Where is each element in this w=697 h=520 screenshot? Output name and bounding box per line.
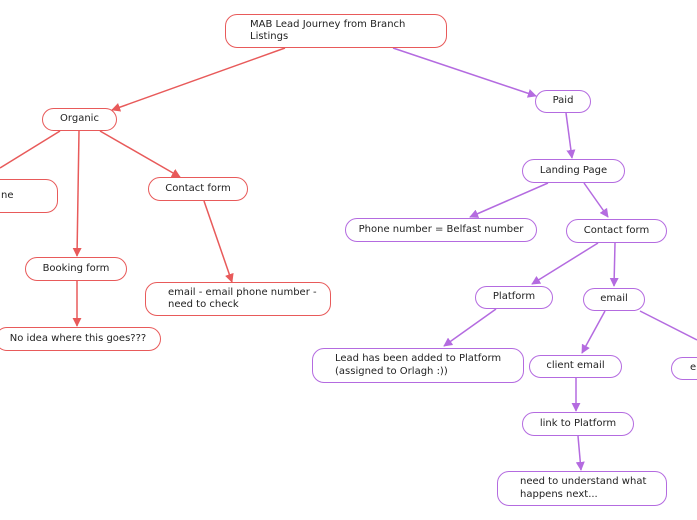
connector-landing-contact — [583, 182, 609, 218]
connector-organic-phone — [0, 130, 61, 169]
connector-paid-landing — [565, 112, 576, 159]
client-email-node[interactable]: client email — [529, 355, 622, 378]
need-understand-node[interactable]: need to understand what happens next... — [497, 471, 667, 506]
platform-node[interactable]: Platform — [475, 286, 553, 309]
landing-page-node-label: Landing Page — [539, 164, 608, 176]
paid-node-label: Paid — [552, 95, 574, 107]
lead-added-node[interactable]: Lead has been added to Platform (assigne… — [312, 348, 524, 383]
need-understand-node-label: need to understand what happens next... — [520, 476, 647, 500]
phone-node-partial[interactable]: ne — [0, 179, 58, 213]
no-idea-node-label: No idea where this goes??? — [9, 332, 147, 344]
connector-email-partial — [639, 310, 697, 341]
email-node-partial-label: e — [690, 362, 697, 374]
email-node-label: email — [600, 293, 628, 305]
phone-belfast-node-label: Phone number = Belfast number — [358, 223, 524, 235]
connector-root-paid — [392, 47, 537, 98]
email-check-node-label: email - email phone number - need to che… — [168, 286, 317, 311]
connector-contact-platform — [531, 242, 599, 285]
lead-added-node-label: Lead has been added to Platform (assigne… — [335, 353, 502, 377]
connector-platform-lead — [443, 308, 497, 347]
connector-organic-booking — [72, 130, 82, 257]
email-node-partial[interactable]: e — [671, 357, 697, 380]
booking-form-node[interactable]: Booking form — [25, 257, 127, 281]
connector-email-client — [581, 310, 606, 354]
connector-link-need — [575, 435, 585, 471]
platform-node-label: Platform — [492, 291, 536, 303]
connector-contact-email — [609, 242, 619, 287]
no-idea-node[interactable]: No idea where this goes??? — [0, 327, 161, 351]
connector-contact-email — [203, 200, 234, 283]
organic-node-label: Organic — [60, 113, 99, 125]
paid-node[interactable]: Paid — [535, 90, 591, 113]
link-platform-node[interactable]: link to Platform — [522, 412, 634, 436]
organic-contact-form-node[interactable]: Contact form — [148, 177, 248, 201]
connector-root-organic — [111, 47, 286, 112]
connector-organic-contact — [99, 130, 181, 178]
link-platform-node-label: link to Platform — [539, 417, 617, 429]
email-node[interactable]: email — [583, 288, 645, 311]
root-node-label: MAB Lead Journey from Branch Listings — [250, 18, 406, 43]
paid-contact-form-node[interactable]: Contact form — [566, 219, 667, 243]
booking-form-node-label: Booking form — [42, 262, 110, 274]
landing-page-node[interactable]: Landing Page — [522, 159, 625, 183]
connector-landing-phone — [469, 182, 549, 218]
email-check-node[interactable]: email - email phone number - need to che… — [145, 282, 331, 316]
organic-contact-form-node-label: Contact form — [165, 182, 231, 194]
phone-belfast-node[interactable]: Phone number = Belfast number — [345, 218, 537, 242]
paid-contact-form-node-label: Contact form — [583, 224, 650, 236]
organic-node[interactable]: Organic — [42, 108, 117, 131]
client-email-node-label: client email — [546, 360, 605, 372]
phone-node-partial-label: ne — [1, 189, 14, 201]
root-node[interactable]: MAB Lead Journey from Branch Listings — [225, 14, 447, 48]
